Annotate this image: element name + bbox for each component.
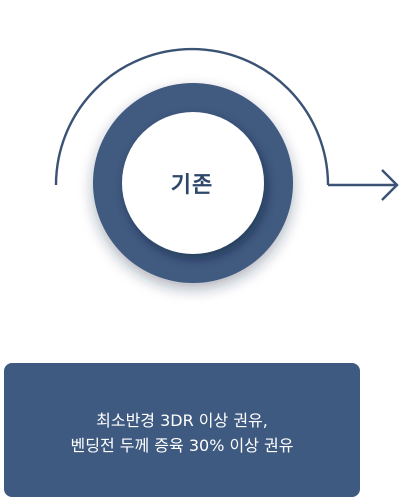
info-box: 최소반경 3DR 이상 권유, 벤딩전 두께 증육 30% 이상 권유 [4, 363, 360, 497]
inner-circle [122, 112, 264, 254]
info-line-2: 벤딩전 두께 증육 30% 이상 권유 [70, 436, 294, 455]
info-line-1: 최소반경 3DR 이상 권유, [96, 411, 268, 430]
flow-arc-line [54, 47, 330, 186]
arrow-head-icon [381, 169, 399, 201]
center-label: 기존 [170, 173, 214, 198]
process-diagram [54, 47, 399, 283]
